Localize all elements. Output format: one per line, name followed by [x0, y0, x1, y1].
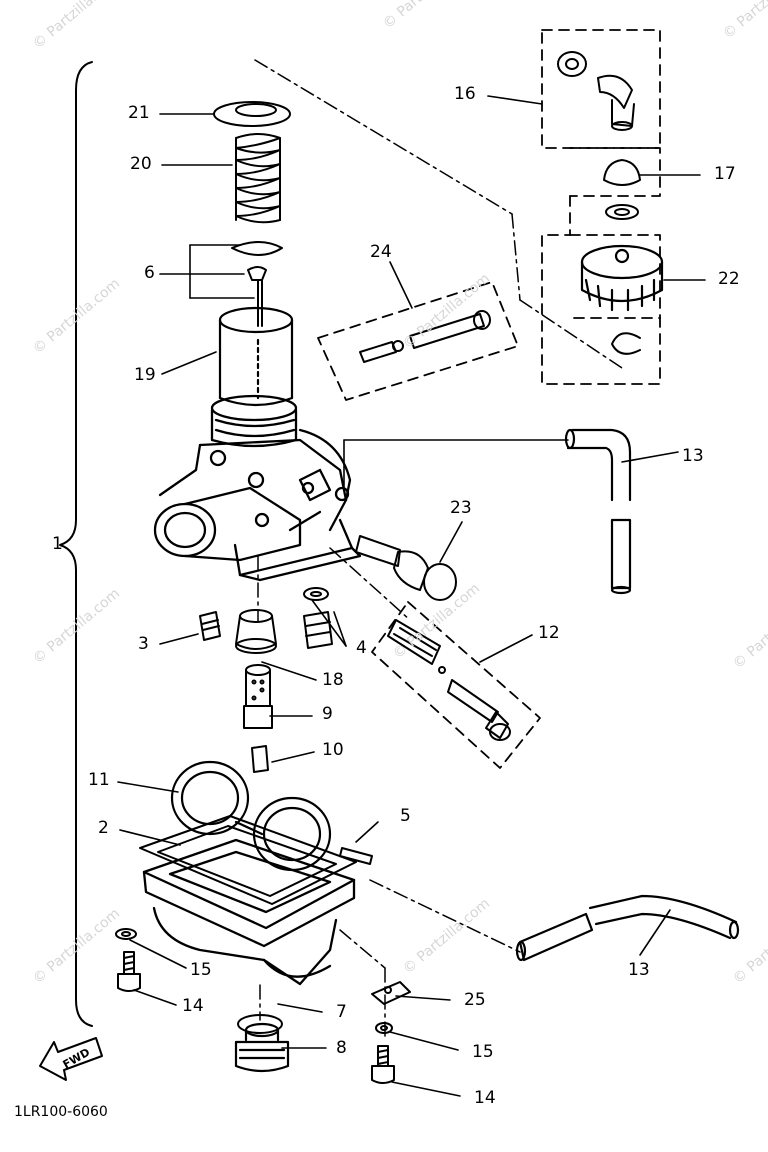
callout-11: 11	[88, 770, 110, 790]
part-16-fuel-fitting	[557, 51, 635, 131]
callout-1: 1	[52, 534, 63, 554]
part-3-jet	[199, 611, 221, 641]
part-21-washer	[213, 101, 291, 127]
part-20-spring	[235, 133, 281, 224]
callout-4: 4	[356, 638, 367, 658]
callout-15-left: 15	[190, 960, 212, 980]
callout-24: 24	[370, 242, 392, 262]
callout-8: 8	[336, 1038, 347, 1058]
part-23-starter-plunger	[355, 535, 457, 601]
box-17	[569, 147, 661, 197]
callout-14-left: 14	[182, 996, 204, 1016]
diagram-code: 1LR100-6060	[14, 1104, 108, 1120]
callout-7: 7	[336, 1002, 347, 1022]
carburetor-body	[153, 394, 362, 582]
callout-15-right: 15	[472, 1042, 494, 1062]
part-2-gasket	[139, 815, 357, 905]
part-13-lower-hose	[515, 894, 740, 962]
callout-21: 21	[128, 103, 150, 123]
e-clip	[611, 332, 641, 355]
callout-18: 18	[322, 670, 344, 690]
leader-lines	[117, 95, 706, 1097]
part-10-jet	[251, 745, 269, 773]
part-17-cap	[603, 159, 641, 220]
part-5-pin	[339, 847, 373, 865]
guide-lines	[254, 59, 623, 1041]
callout-3: 3	[138, 634, 149, 654]
callout-20: 20	[130, 154, 152, 174]
box-12	[371, 601, 541, 769]
callout-10: 10	[322, 740, 344, 760]
callout-23: 23	[450, 498, 472, 518]
part-22-top-cap	[580, 244, 664, 312]
part-13-upper-hose	[564, 428, 632, 595]
part-25-bracket	[371, 981, 411, 1005]
callout-25: 25	[464, 990, 486, 1010]
callout-14-right: 14	[474, 1088, 496, 1108]
part-14-screws	[117, 951, 395, 1084]
callout-9: 9	[322, 704, 333, 724]
part-19-throttle-valve	[218, 306, 294, 407]
part-7-oring	[237, 1014, 283, 1034]
part-18-needle-jet-holder	[235, 609, 277, 654]
callout-17: 17	[714, 164, 736, 184]
float-bowl	[142, 838, 356, 986]
part-4-pilot-jet	[303, 587, 333, 649]
callout-19: 19	[134, 365, 156, 385]
box-16	[541, 29, 661, 149]
part-24-pilot-screw	[359, 310, 491, 363]
callout-12: 12	[538, 623, 560, 643]
assembly-brace	[59, 61, 93, 1027]
callout-22: 22	[718, 269, 740, 289]
callout-6: 6	[144, 263, 155, 283]
callout-16: 16	[454, 84, 476, 104]
part-8-drain-plug	[234, 1022, 290, 1073]
fwd-arrow-icon	[39, 1037, 103, 1081]
part-9-main-jet	[243, 664, 273, 729]
callout-13-upper: 13	[682, 446, 704, 466]
part-12-stop-screw	[387, 619, 511, 741]
part-6-needle-clip	[231, 241, 283, 327]
part-15-washers	[115, 928, 393, 1034]
callout-2: 2	[98, 818, 109, 838]
box-24	[317, 281, 519, 401]
callout-5: 5	[400, 806, 411, 826]
callout-13-lower: 13	[628, 960, 650, 980]
